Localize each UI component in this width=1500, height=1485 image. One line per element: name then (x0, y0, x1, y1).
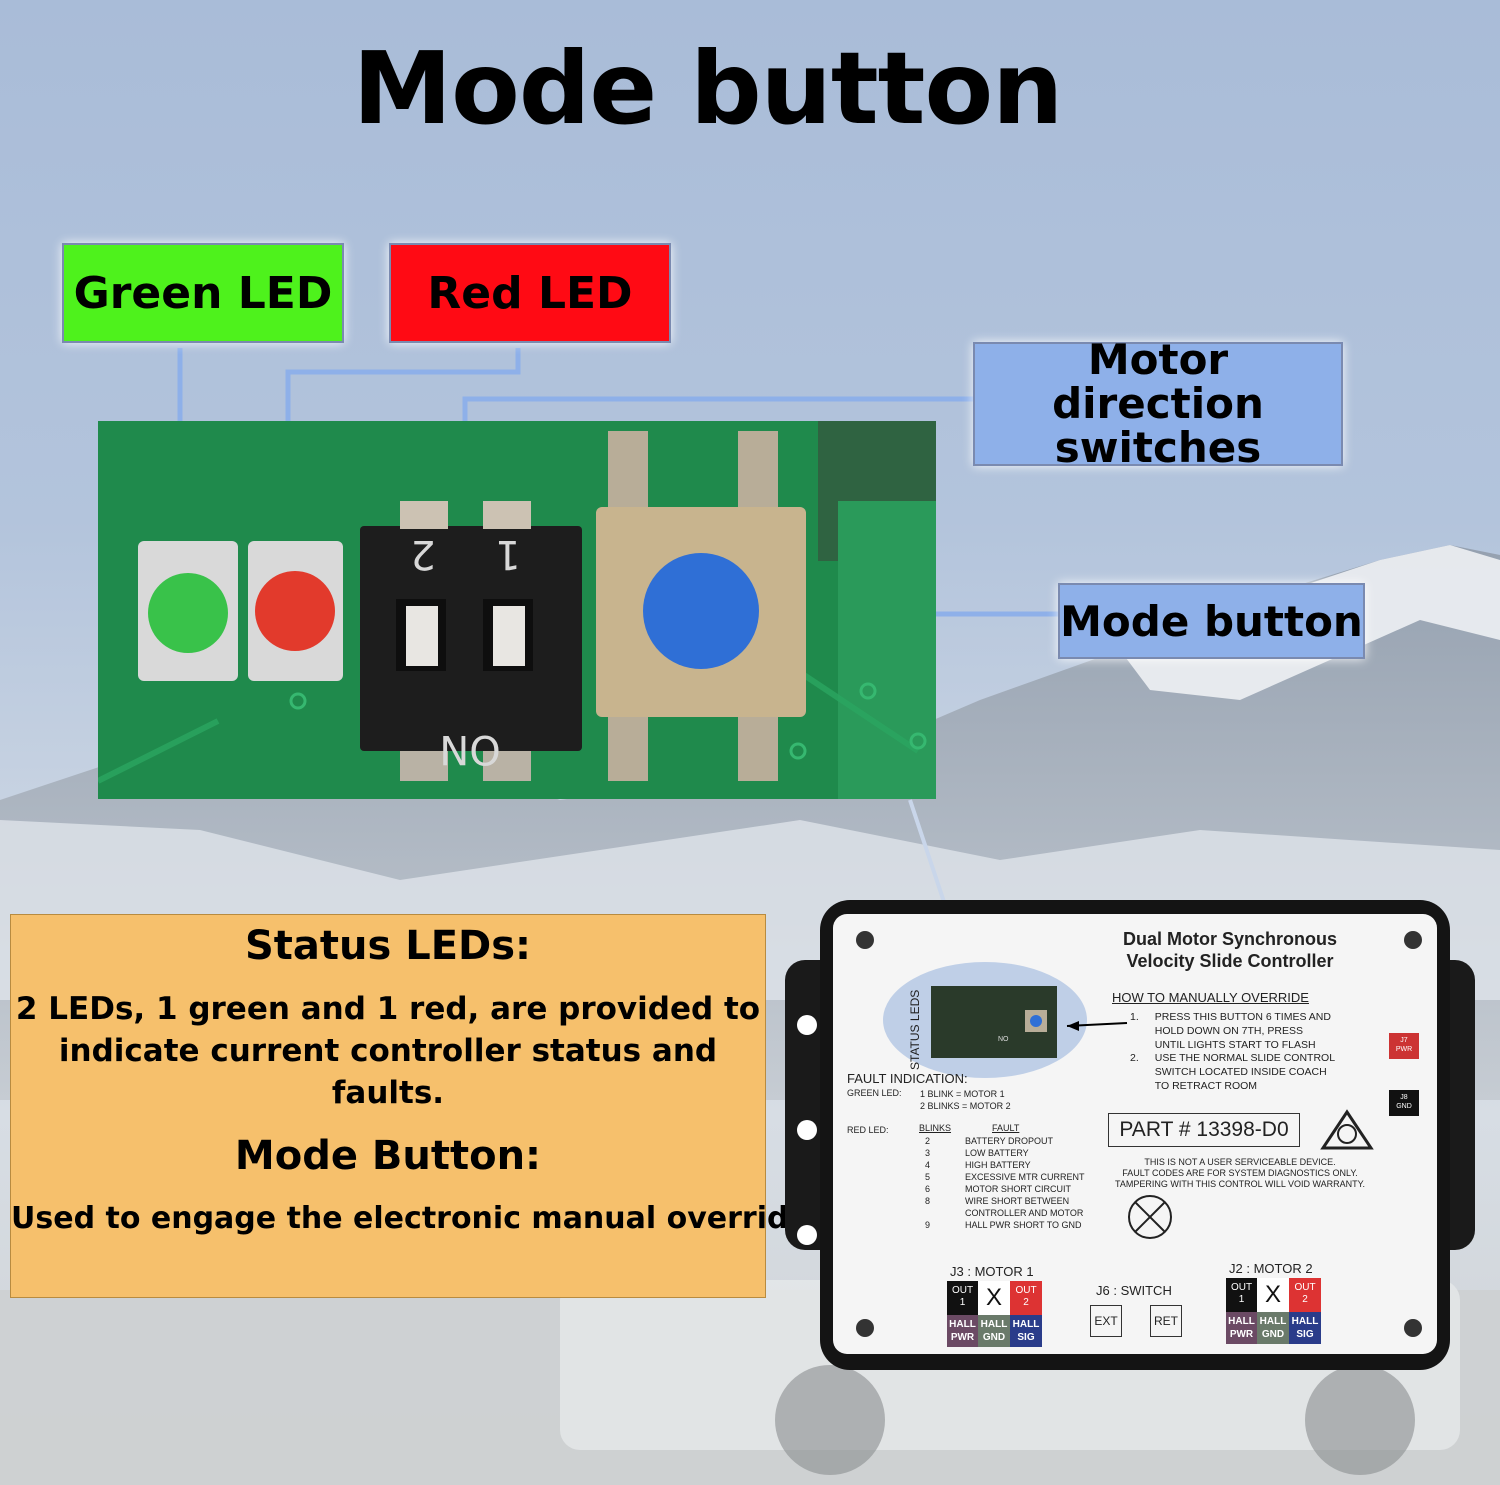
page-title: Mode button (352, 30, 1064, 147)
mode-button-icon (643, 553, 759, 669)
dip-on-label: ON (439, 726, 500, 772)
fault-header: FAULT (992, 1123, 1020, 1133)
j8-line1: J8 (1400, 1094, 1408, 1101)
override-step-1-line: PRESS THIS BUTTON 6 TIMES AND (1154, 1011, 1331, 1023)
j7-line1: J7 (1400, 1037, 1408, 1044)
fault-blinks: 8 (925, 1196, 931, 1206)
status-leds-heading: Status LEDs: (244, 923, 532, 969)
override-steps: 1. PRESS THIS BUTTON 6 TIMES AND HOLD DO… (1130, 1011, 1335, 1094)
j3-x: X (978, 1281, 1010, 1315)
fault-blinks: 4 (925, 1160, 931, 1170)
green-led-codes: 1 BLINK = MOTOR 1 2 BLINKS = MOTOR 2 (920, 1088, 1011, 1112)
j2-x: X (1257, 1278, 1289, 1312)
warning-line: THIS IS NOT A USER SERVICEABLE DEVICE. (1144, 1157, 1336, 1167)
green-code: 2 BLINKS = MOTOR 2 (920, 1101, 1011, 1111)
status-leds-vertical-label: STATUS LEDS (908, 989, 922, 1070)
green-led-icon (148, 573, 228, 653)
override-step-1-line: UNTIL LIGHTS START TO FLASH (1154, 1038, 1316, 1051)
fault-description: BATTERY DROPOUT (965, 1136, 1054, 1146)
mini-on-label: NO (998, 1036, 1009, 1043)
override-step-2-line: USE THE NORMAL SLIDE CONTROL (1154, 1052, 1336, 1065)
fault-description: WIRE SHORT BETWEEN (965, 1196, 1070, 1206)
controller-name-line1: Dual Motor Synchronous (1122, 929, 1337, 949)
status-leds-line2: indicate current controller status and f… (58, 1032, 718, 1111)
green-led-callout: Green LED (62, 243, 344, 343)
mode-button-heading: Mode Button: (234, 1132, 542, 1179)
warning-line: TAMPERING WITH THIS CONTROL WILL VOID WA… (1114, 1179, 1366, 1189)
fault-blinks: 9 (925, 1220, 931, 1230)
mode-button-callout: Mode button (1058, 583, 1365, 659)
ext-terminal: EXT (1090, 1305, 1122, 1337)
dip-number-2: 2 (410, 531, 435, 577)
motor-direction-line1: Motor direction (1052, 334, 1264, 428)
warning-text: THIS IS NOT A USER SERVICEABLE DEVICE. F… (1095, 1157, 1385, 1190)
fault-blinks: 2 (925, 1136, 931, 1146)
green-led-fault-label: GREEN LED: (847, 1088, 902, 1098)
fault-description: CONTROLLER AND MOTOR (965, 1208, 1084, 1218)
j8-gnd-label: J8 GND (1389, 1090, 1419, 1116)
blinks-header: BLINKS (919, 1123, 952, 1133)
override-step-1-num: 1. (1130, 1011, 1139, 1023)
motor-direction-line2: switches (1054, 423, 1262, 473)
fault-description: HIGH BATTERY (965, 1160, 1031, 1170)
red-led-callout: Red LED (389, 243, 671, 343)
j7-pwr-label: J7 PWR (1389, 1033, 1419, 1059)
info-panel: Status LEDs: 2 LEDs, 1 green and 1 red, … (10, 914, 821, 1298)
override-step-2-line: TO RETRACT ROOM (1154, 1079, 1258, 1092)
j2-motor2-label: J2 : MOTOR 2 (1229, 1261, 1313, 1276)
red-led-icon (255, 571, 335, 651)
red-led-fault-table: 2 BATTERY DROPOUT 3 LOW BATTERY 4 HIGH BATT… (925, 1135, 1085, 1231)
fault-description: LOW BATTERY (965, 1148, 1029, 1158)
override-step-2-line: SWITCH LOCATED INSIDE COACH (1154, 1066, 1327, 1079)
ret-terminal: RET (1150, 1305, 1182, 1337)
j3-motor1-label: J3 : MOTOR 1 (950, 1264, 1034, 1279)
part-number: PART # 13398-D0 (1108, 1113, 1300, 1147)
controller-device: Dual Motor Synchronous Velocity Slide Co… (785, 900, 1475, 1370)
fault-blinks (925, 1207, 965, 1219)
fault-indication-heading: FAULT INDICATION: (847, 1071, 968, 1086)
fault-blinks: 6 (925, 1184, 931, 1194)
dip-number-1: 1 (495, 531, 520, 577)
j8-line2: GND (1396, 1103, 1412, 1110)
fault-blinks: 5 (925, 1172, 931, 1182)
controller-housing (785, 900, 1475, 1370)
fault-description: MOTOR SHORT CIRCUIT (965, 1184, 1072, 1194)
fault-blinks: 3 (925, 1148, 931, 1158)
override-step-2-num: 2. (1130, 1052, 1139, 1065)
red-led-fault-label: RED LED: (847, 1125, 889, 1135)
fault-description: HALL PWR SHORT TO GND (965, 1220, 1082, 1230)
status-leds-line1: 2 LEDs, 1 green and 1 red, are provided … (15, 991, 761, 1027)
j7-line2: PWR (1395, 1046, 1413, 1053)
fault-description: EXCESSIVE MTR CURRENT (965, 1172, 1085, 1182)
j6-switch-label: J6 : SWITCH (1096, 1283, 1172, 1298)
motor-direction-callout: Motor direction switches (973, 337, 1343, 470)
controller-name-line2: Velocity Slide Controller (1126, 950, 1334, 971)
mode-button-description: Used to engage the electronic manual ove… (11, 1200, 821, 1236)
override-heading: HOW TO MANUALLY OVERRIDE (1112, 990, 1309, 1005)
warning-line: FAULT CODES ARE FOR SYSTEM DIAGNOSTICS O… (1122, 1168, 1358, 1178)
override-step-1-line: HOLD DOWN ON 7TH, PRESS (1154, 1024, 1303, 1037)
pcb-closeup: 2 1 ON (98, 421, 936, 799)
green-code: 1 BLINK = MOTOR 1 (920, 1089, 1005, 1099)
